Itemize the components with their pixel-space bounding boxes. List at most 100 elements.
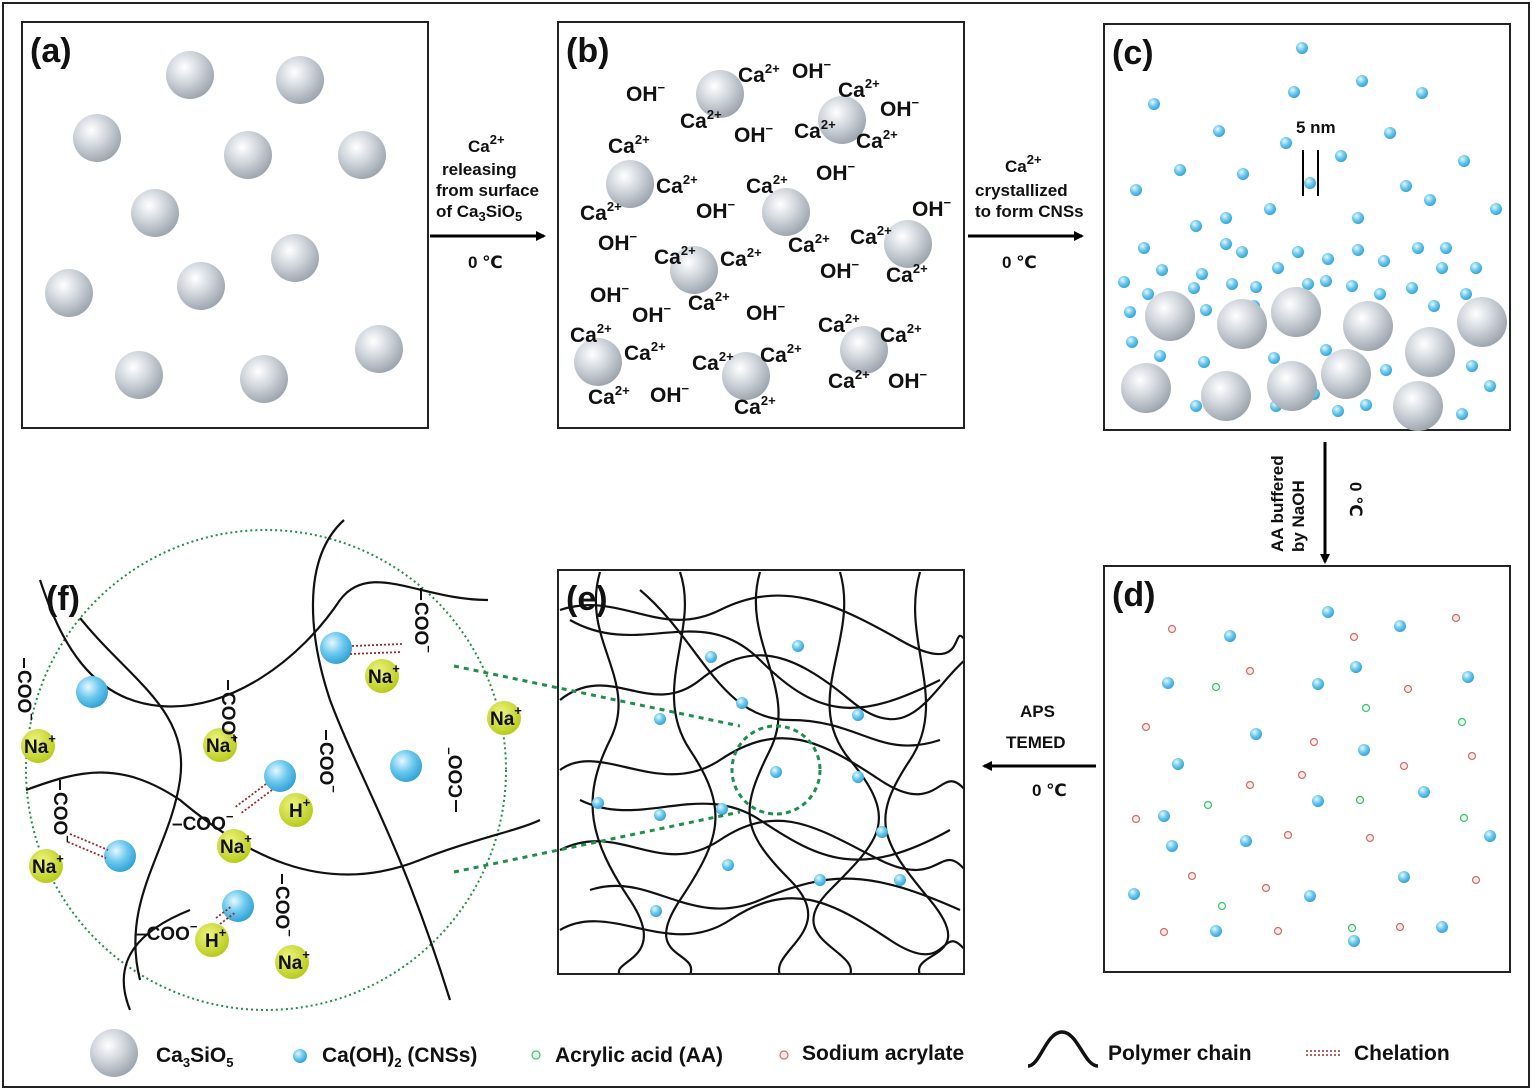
cns-particle: [1210, 925, 1222, 937]
oh-ion: OH−: [880, 95, 920, 121]
ca-ion: Ca2+: [818, 311, 860, 337]
polymer-chains-f: [25, 519, 541, 1011]
cns-particle: [1188, 282, 1200, 294]
ca3sio5-particles-c: [1121, 287, 1507, 431]
cns-particle: [1220, 238, 1232, 250]
scale-label: 5 nm: [1296, 118, 1336, 137]
sodium-ion: [275, 945, 309, 979]
panel-d: (d): [1103, 565, 1511, 973]
sodium-ion: [29, 849, 63, 883]
cns-particles: [1118, 42, 1502, 420]
cns-particle: [1268, 352, 1280, 364]
cns-particle: [1458, 155, 1470, 167]
sodium-acrylate-molecule: [1167, 624, 1177, 634]
legend-chelation-label: Chelation: [1354, 1042, 1450, 1065]
polymer-network: [559, 571, 963, 973]
cns-particle: [1332, 405, 1344, 417]
ca-ion: Ca2+: [692, 349, 734, 375]
sodium-acrylate-molecule: [1395, 922, 1405, 932]
cns-particle: [1302, 278, 1314, 290]
chain-e-10: [884, 571, 950, 973]
ca-ion: Ca2+: [828, 367, 870, 393]
ca-ion: Ca2+: [880, 321, 922, 347]
ca3sio5-particle: [166, 51, 214, 99]
sodium-ion-label: Na+: [24, 731, 56, 758]
sodium-acrylate-molecule: [1403, 684, 1413, 694]
cns-particle: [722, 859, 734, 871]
chelation-bond: [351, 643, 403, 647]
sodium-ion-label: Na+: [32, 851, 64, 878]
chain-e-2: [559, 654, 963, 721]
cns-particle: [1312, 678, 1324, 690]
sodium-ion-label: Na+: [206, 730, 238, 757]
cns-particle: [1200, 304, 1212, 316]
ca-ion: Ca2+: [624, 339, 666, 365]
cns-particle: [222, 890, 254, 922]
cns-particle: [1304, 177, 1316, 189]
cns-particle: [1130, 184, 1142, 196]
cns-particle: [1190, 400, 1202, 412]
chain-f-5: [122, 908, 191, 1011]
cns-particle: [894, 874, 906, 886]
cns-particle: [1416, 87, 1428, 99]
ca-ion: Ca2+: [886, 261, 928, 287]
ca3sio5-particle: [1201, 371, 1251, 421]
ca3sio5-particle: [224, 131, 272, 179]
cns-particle: [1380, 364, 1392, 376]
ca3sio5-particle: [670, 246, 718, 294]
cns-particle: [1406, 282, 1418, 294]
chelation-bonds: [67, 643, 403, 925]
cns-particle: [792, 640, 804, 652]
sodium-acrylate-molecule: [1273, 926, 1283, 936]
arrow-cd-line2: by NaOH: [1289, 480, 1308, 552]
chelation-bond: [239, 789, 273, 815]
chain-f-3: [25, 771, 541, 876]
cns-particle: [1428, 300, 1440, 312]
panel-c-label: (c): [1112, 34, 1154, 72]
cns-particle: [1138, 242, 1150, 254]
ca-ion: Ca2+: [760, 341, 802, 367]
sodium-ion-label: Na+: [490, 703, 522, 730]
ca3sio5-particle: [1405, 327, 1455, 377]
carboxylate-label: COO−: [271, 886, 297, 937]
ca3sio5-particle: [722, 352, 770, 400]
ca3sio5-particle: [45, 269, 93, 317]
arrow-ab-line4: of Ca3SiO5: [436, 202, 522, 224]
cns-particle: [1237, 168, 1249, 180]
sodium-acrylate-molecule: [1399, 761, 1409, 771]
ca-ion: Ca2+: [588, 383, 630, 409]
cns-particle: [1352, 244, 1364, 256]
carboxylate-label: –COO−: [136, 919, 198, 945]
legend-polymer-label: Polymer chain: [1108, 1042, 1252, 1065]
hydrogen-ion: [279, 793, 313, 827]
legend-polymer-swatch: [1027, 1030, 1099, 1068]
carboxylate-group: COO−: [13, 658, 39, 721]
carboxylate-label: COO−: [410, 602, 436, 653]
cns-particle: [1226, 278, 1238, 290]
cns-particle: [1174, 164, 1186, 176]
acrylic-acid-molecule: [1211, 682, 1221, 692]
sodium-acrylate-molecule: [1283, 830, 1293, 840]
chain-e-9: [812, 571, 880, 973]
oh-ion: OH−: [820, 257, 860, 283]
cns-particle: [1436, 262, 1448, 274]
carboxylate-label: COO−: [315, 742, 341, 793]
panel-b: (b) Ca2+OH−OH−Ca2+OH−Ca2+OH−Ca2+Ca2+Ca2+…: [557, 21, 965, 429]
legend-cns-label: Ca(OH)2 (CNSs): [322, 1044, 477, 1070]
panel-a: (a): [21, 21, 429, 429]
legend-cns-swatch: [293, 1049, 307, 1063]
carboxylate-group: COO−: [315, 730, 341, 793]
cns-particle: [1304, 890, 1316, 902]
cns-particle: [1412, 242, 1424, 254]
legend-sodium-label: Sodium acrylate: [802, 1042, 964, 1065]
sodium-acrylate-molecule: [1467, 751, 1477, 761]
cns-particle: [1320, 275, 1332, 287]
ca-ion: Ca2+: [720, 245, 762, 271]
ca-ion: Ca2+: [738, 61, 780, 87]
cns-particle: [1126, 336, 1138, 348]
dissolving-particles: [574, 70, 932, 400]
ca-ion: Ca2+: [734, 393, 776, 419]
oh-ion: OH−: [696, 197, 736, 223]
oh-ion: OH−: [816, 159, 856, 185]
